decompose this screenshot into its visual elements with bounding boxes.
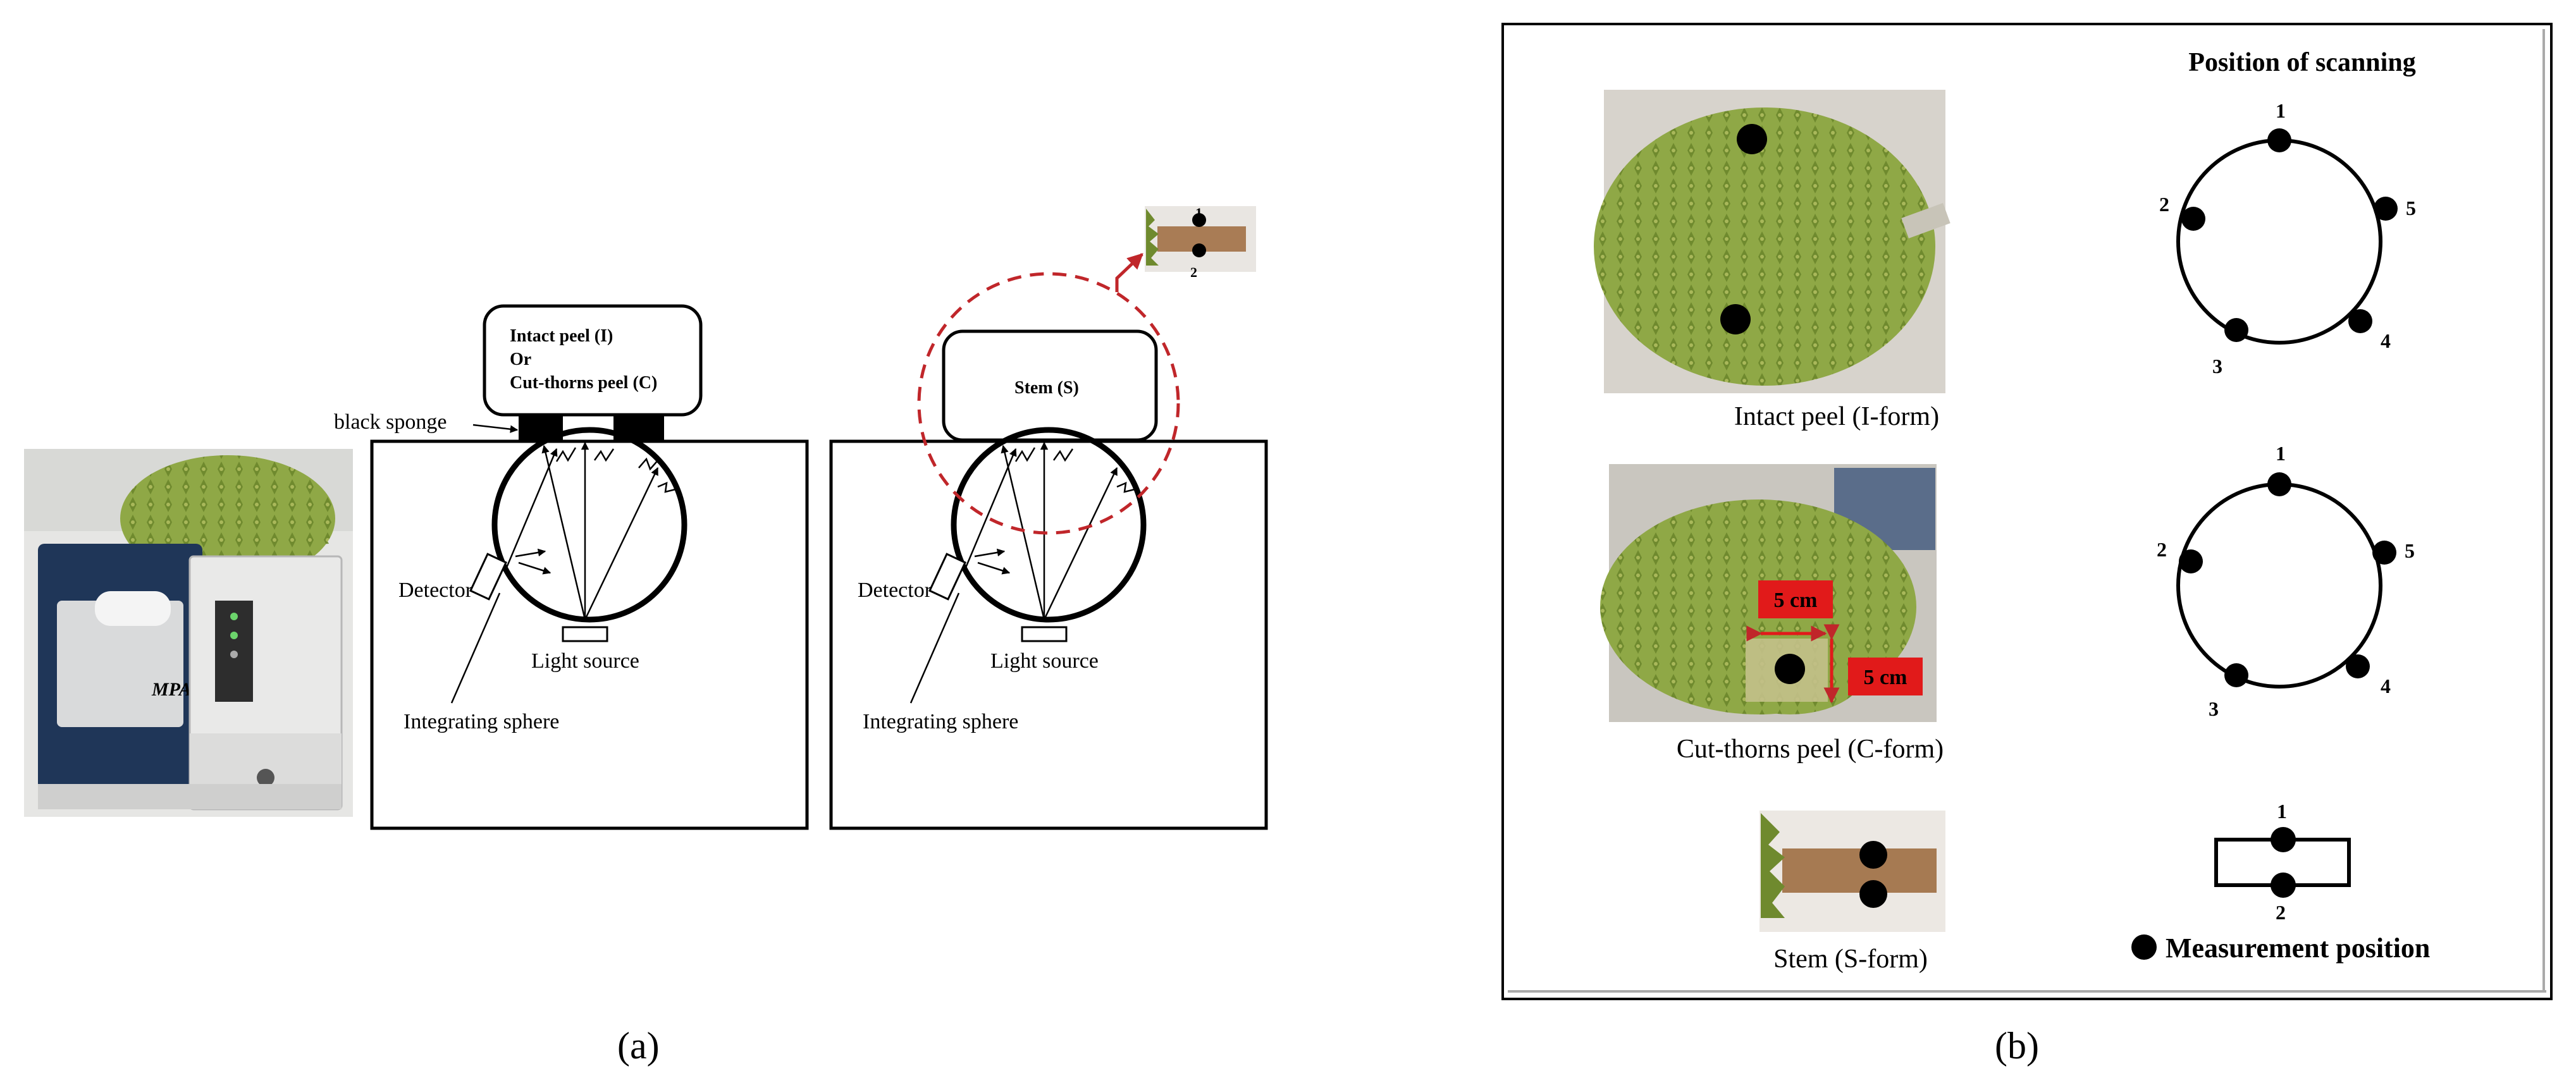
schematic-stem: Stem (S) 1 2 <box>829 205 1268 830</box>
row-caption-2: Cut-thorns peel (C-form) <box>1677 735 1944 764</box>
scan-diagram-stem: 1 2 <box>2214 800 2351 924</box>
scan-2-pos-1: 1 <box>2276 442 2286 465</box>
light-source-port <box>562 626 608 642</box>
scan-1-pos-3: 3 <box>2212 355 2222 377</box>
integrating-sphere <box>491 427 687 623</box>
scan-diagram-cut: 1 2 3 4 5 <box>2157 442 2415 720</box>
scan-1-pos-4: 4 <box>2381 329 2391 352</box>
inset-label-1: 1 <box>1195 205 1202 221</box>
scanning-header: Position of scanning <box>2188 48 2415 77</box>
sample-box-line-2: Or <box>510 350 531 369</box>
sample-box-line-3: Cut-thorns peel (C) <box>510 373 657 393</box>
legend-label: Measurement position <box>2166 933 2430 964</box>
detector-label: Detector <box>398 579 473 602</box>
panel-a: MPA Intact peel (I) Or Cut-thorns peel (… <box>24 205 1268 1067</box>
integrating-sphere-2 <box>951 427 1147 623</box>
scan-1-pos-5: 5 <box>2406 197 2416 219</box>
panel-b: Position of scanning Intact peel (I-form… <box>1501 23 2553 1067</box>
stem-photo <box>1759 811 1945 932</box>
integrating-sphere-label-2: Integrating sphere <box>863 710 1018 733</box>
panel-b-label: (b) <box>1995 1025 2039 1067</box>
scan-2-pos-3: 3 <box>2209 697 2219 720</box>
instrument-brand: MPA <box>151 679 192 700</box>
cut-thorns-photo: 5 cm 5 cm <box>1600 464 1937 722</box>
legend-marker <box>2131 934 2157 960</box>
scan-2-pos-4: 4 <box>2381 675 2391 697</box>
scan-1-pos-1: 1 <box>2276 99 2286 122</box>
dim-label-2: 5 cm <box>1864 666 1907 689</box>
scan-2-pos-2: 2 <box>2157 538 2167 561</box>
integrating-sphere-label: Integrating sphere <box>404 710 559 733</box>
scan-diagram-intact: 1 2 3 4 5 <box>2159 99 2416 377</box>
scan-1-pos-2: 2 <box>2159 193 2169 216</box>
row-caption-1: Intact peel (I-form) <box>1734 402 1939 431</box>
sample-box-line-1: Intact peel (I) <box>510 326 613 346</box>
row-caption-3: Stem (S-form) <box>1773 945 1928 974</box>
scan-3-pos-2: 2 <box>2276 901 2286 924</box>
instrument-photo: MPA <box>24 449 353 817</box>
scan-2-pos-5: 5 <box>2405 539 2415 562</box>
detector-port <box>469 553 508 601</box>
dim-label-1: 5 cm <box>1774 589 1818 612</box>
light-source-label-2: Light source <box>990 649 1099 673</box>
black-sponge-label: black sponge <box>334 410 447 434</box>
intact-peel-photo <box>1594 90 1950 393</box>
schematic-intact-cut: Intact peel (I) Or Cut-thorns peel (C) b… <box>334 304 809 830</box>
light-source-label: Light source <box>531 649 639 673</box>
detector-label-2: Detector <box>858 579 932 602</box>
panel-a-label: (a) <box>617 1025 660 1067</box>
stem-box-label: Stem (S) <box>1014 378 1079 398</box>
stem-inset: 1 2 <box>1145 205 1256 280</box>
dashed-highlight-circle <box>917 272 1180 535</box>
inset-label-2: 2 <box>1190 264 1197 280</box>
scan-3-pos-1: 1 <box>2277 800 2287 823</box>
